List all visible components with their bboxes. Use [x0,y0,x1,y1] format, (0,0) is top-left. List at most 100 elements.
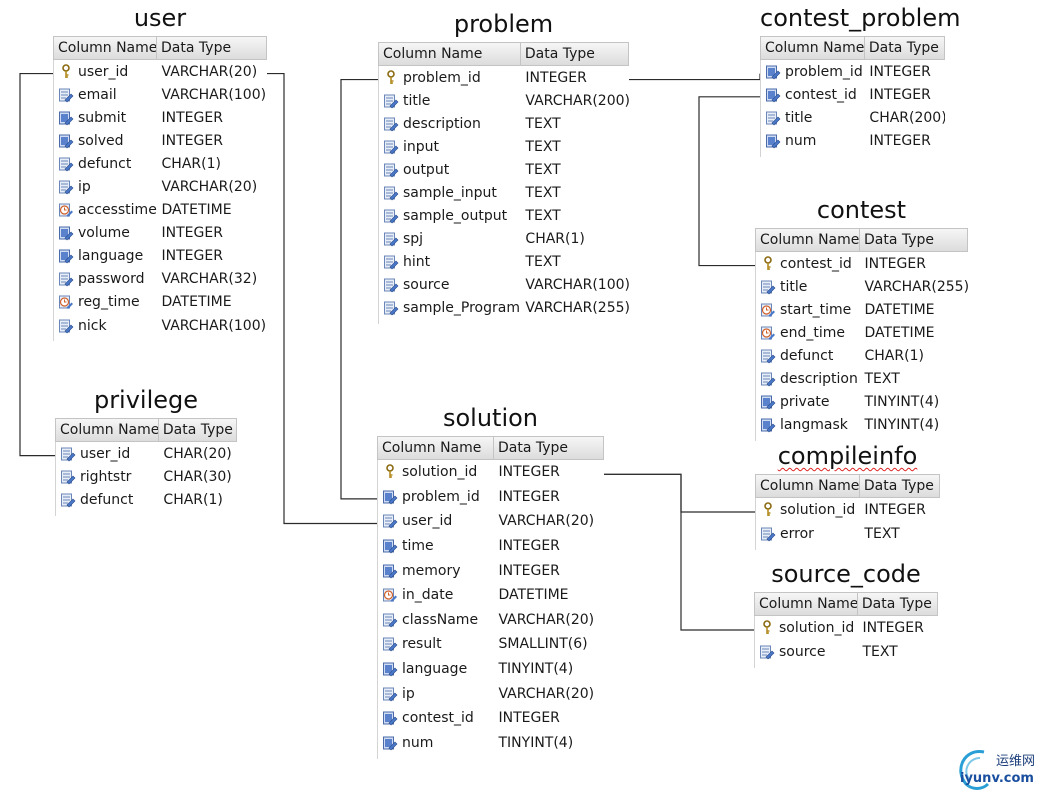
column-name-header[interactable]: Column Name [378,437,494,459]
column-type: INTEGER [869,63,931,80]
column-type: TEXT [525,161,561,178]
column-type: VARCHAR(100) [525,277,629,294]
column-name-header[interactable]: Column Name [756,229,861,251]
column-name-cell: langmask [756,417,861,433]
column-name: private [780,394,830,411]
column-name-header[interactable]: Column Name [761,37,865,59]
column-name-header[interactable]: Column Name [56,419,159,441]
relation-line [267,72,377,525]
primary-key-icon [62,63,70,78]
column-name-header[interactable]: Column Name [379,43,521,65]
column-name-header[interactable]: Column Name [756,475,860,497]
primary-key-icon [387,69,395,84]
column-name-cell: submit [54,110,158,126]
datetime-field-icon [383,588,397,603]
column-name: contest_id [402,710,474,727]
primary-key-icon [764,255,772,270]
data-type-header[interactable]: Data Type [524,46,595,62]
column-type: CHAR(200) [869,109,945,126]
column-type: INTEGER [498,538,560,555]
data-type-header[interactable]: Data Type [161,40,232,56]
column-name: user_id [402,513,453,530]
column-name: problem_id [785,63,863,80]
column-name-cell: solution_id [756,502,860,518]
column-type: TEXT [525,185,561,202]
data-type-header[interactable]: Data Type [868,40,939,56]
data-type-header[interactable]: Data Type [497,440,569,456]
primary-key-icon [386,464,394,479]
data-type-header[interactable]: Data Type [162,422,233,438]
table-title: privilege [93,386,199,414]
table-row[interactable]: sample_input TEXT [379,181,629,204]
data-type-header[interactable]: Data Type [864,232,935,248]
column-type: TINYINT(4) [864,417,940,434]
column-name-header[interactable]: Column Name [54,37,158,59]
column-name-cell: ip [54,179,158,195]
column-name: ip [78,179,91,196]
table-title: source_code [771,560,921,588]
data-type-header[interactable]: Data Type [861,596,932,612]
column-name-cell: email [54,87,158,103]
column-name: memory [402,562,461,579]
table-row[interactable]: problem_id INTEGER [761,60,945,83]
column-name: sample_input [403,185,497,202]
data-type-header[interactable]: Data Type [863,478,934,494]
column-name-header[interactable]: Column Name [755,593,858,615]
